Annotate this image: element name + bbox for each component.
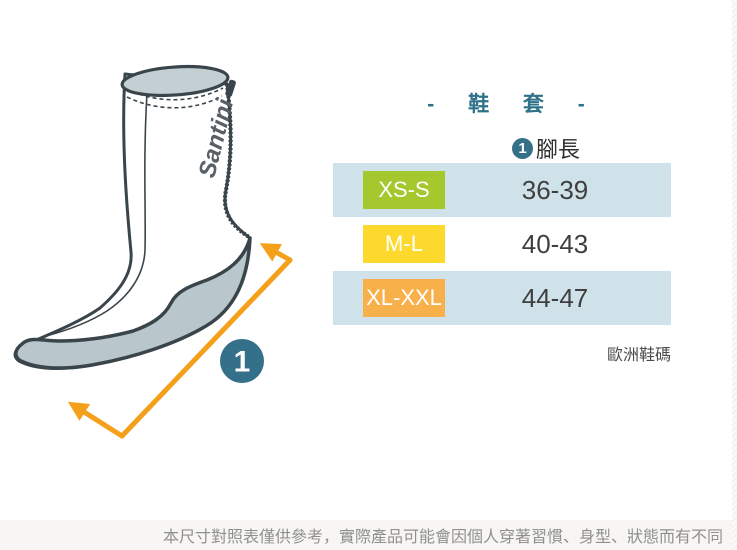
zipper-line (222, 83, 251, 239)
front-seam (45, 92, 148, 337)
size-value: 40-43 (521, 228, 589, 259)
size-chip: XL-XXL (363, 279, 445, 317)
shoe-sole (14, 236, 252, 370)
size-row-m-l: M-L 40-43 (333, 217, 671, 271)
disclaimer-bar: 本尺寸對照表僅供參考，實際產品可能會因個人穿著習慣、身型、狀態而有不同 (0, 520, 737, 550)
zipper-pull-icon (225, 79, 236, 97)
stitch-line (125, 87, 224, 101)
size-row-xs-s: XS-S 36-39 (333, 163, 671, 217)
disclaimer-text: 本尺寸對照表僅供參考，實際產品可能會因個人穿著習慣、身型、狀態而有不同 (162, 529, 723, 546)
size-row-xl-xxl: XL-XXL 44-47 (333, 271, 671, 325)
size-chip: XS-S (363, 171, 445, 209)
measure-1-badge: 1 (511, 137, 533, 159)
size-chart-title: - 鞋 套 - (427, 93, 599, 116)
shoe-opening (120, 64, 230, 98)
measurement-arrow (67, 243, 293, 439)
foot-length-label: 腳長 (535, 137, 581, 162)
size-value: 36-39 (521, 174, 589, 205)
size-value: 44-47 (521, 282, 589, 313)
eu-size-footnote: 歐洲鞋碼 (606, 347, 671, 364)
shoe-cover-illustration: Santini 1 (13, 64, 293, 439)
page-edge-pattern (732, 0, 737, 550)
svg-text:1: 1 (234, 346, 251, 379)
size-chip: M-L (363, 225, 445, 263)
stitch-line (126, 95, 223, 109)
size-table: XS-S 36-39 M-L 40-43 XL-XXL 44-47 (333, 163, 671, 325)
foot-length-header: 1 腳長 (511, 132, 581, 164)
measurement-marker: 1 (220, 339, 264, 383)
